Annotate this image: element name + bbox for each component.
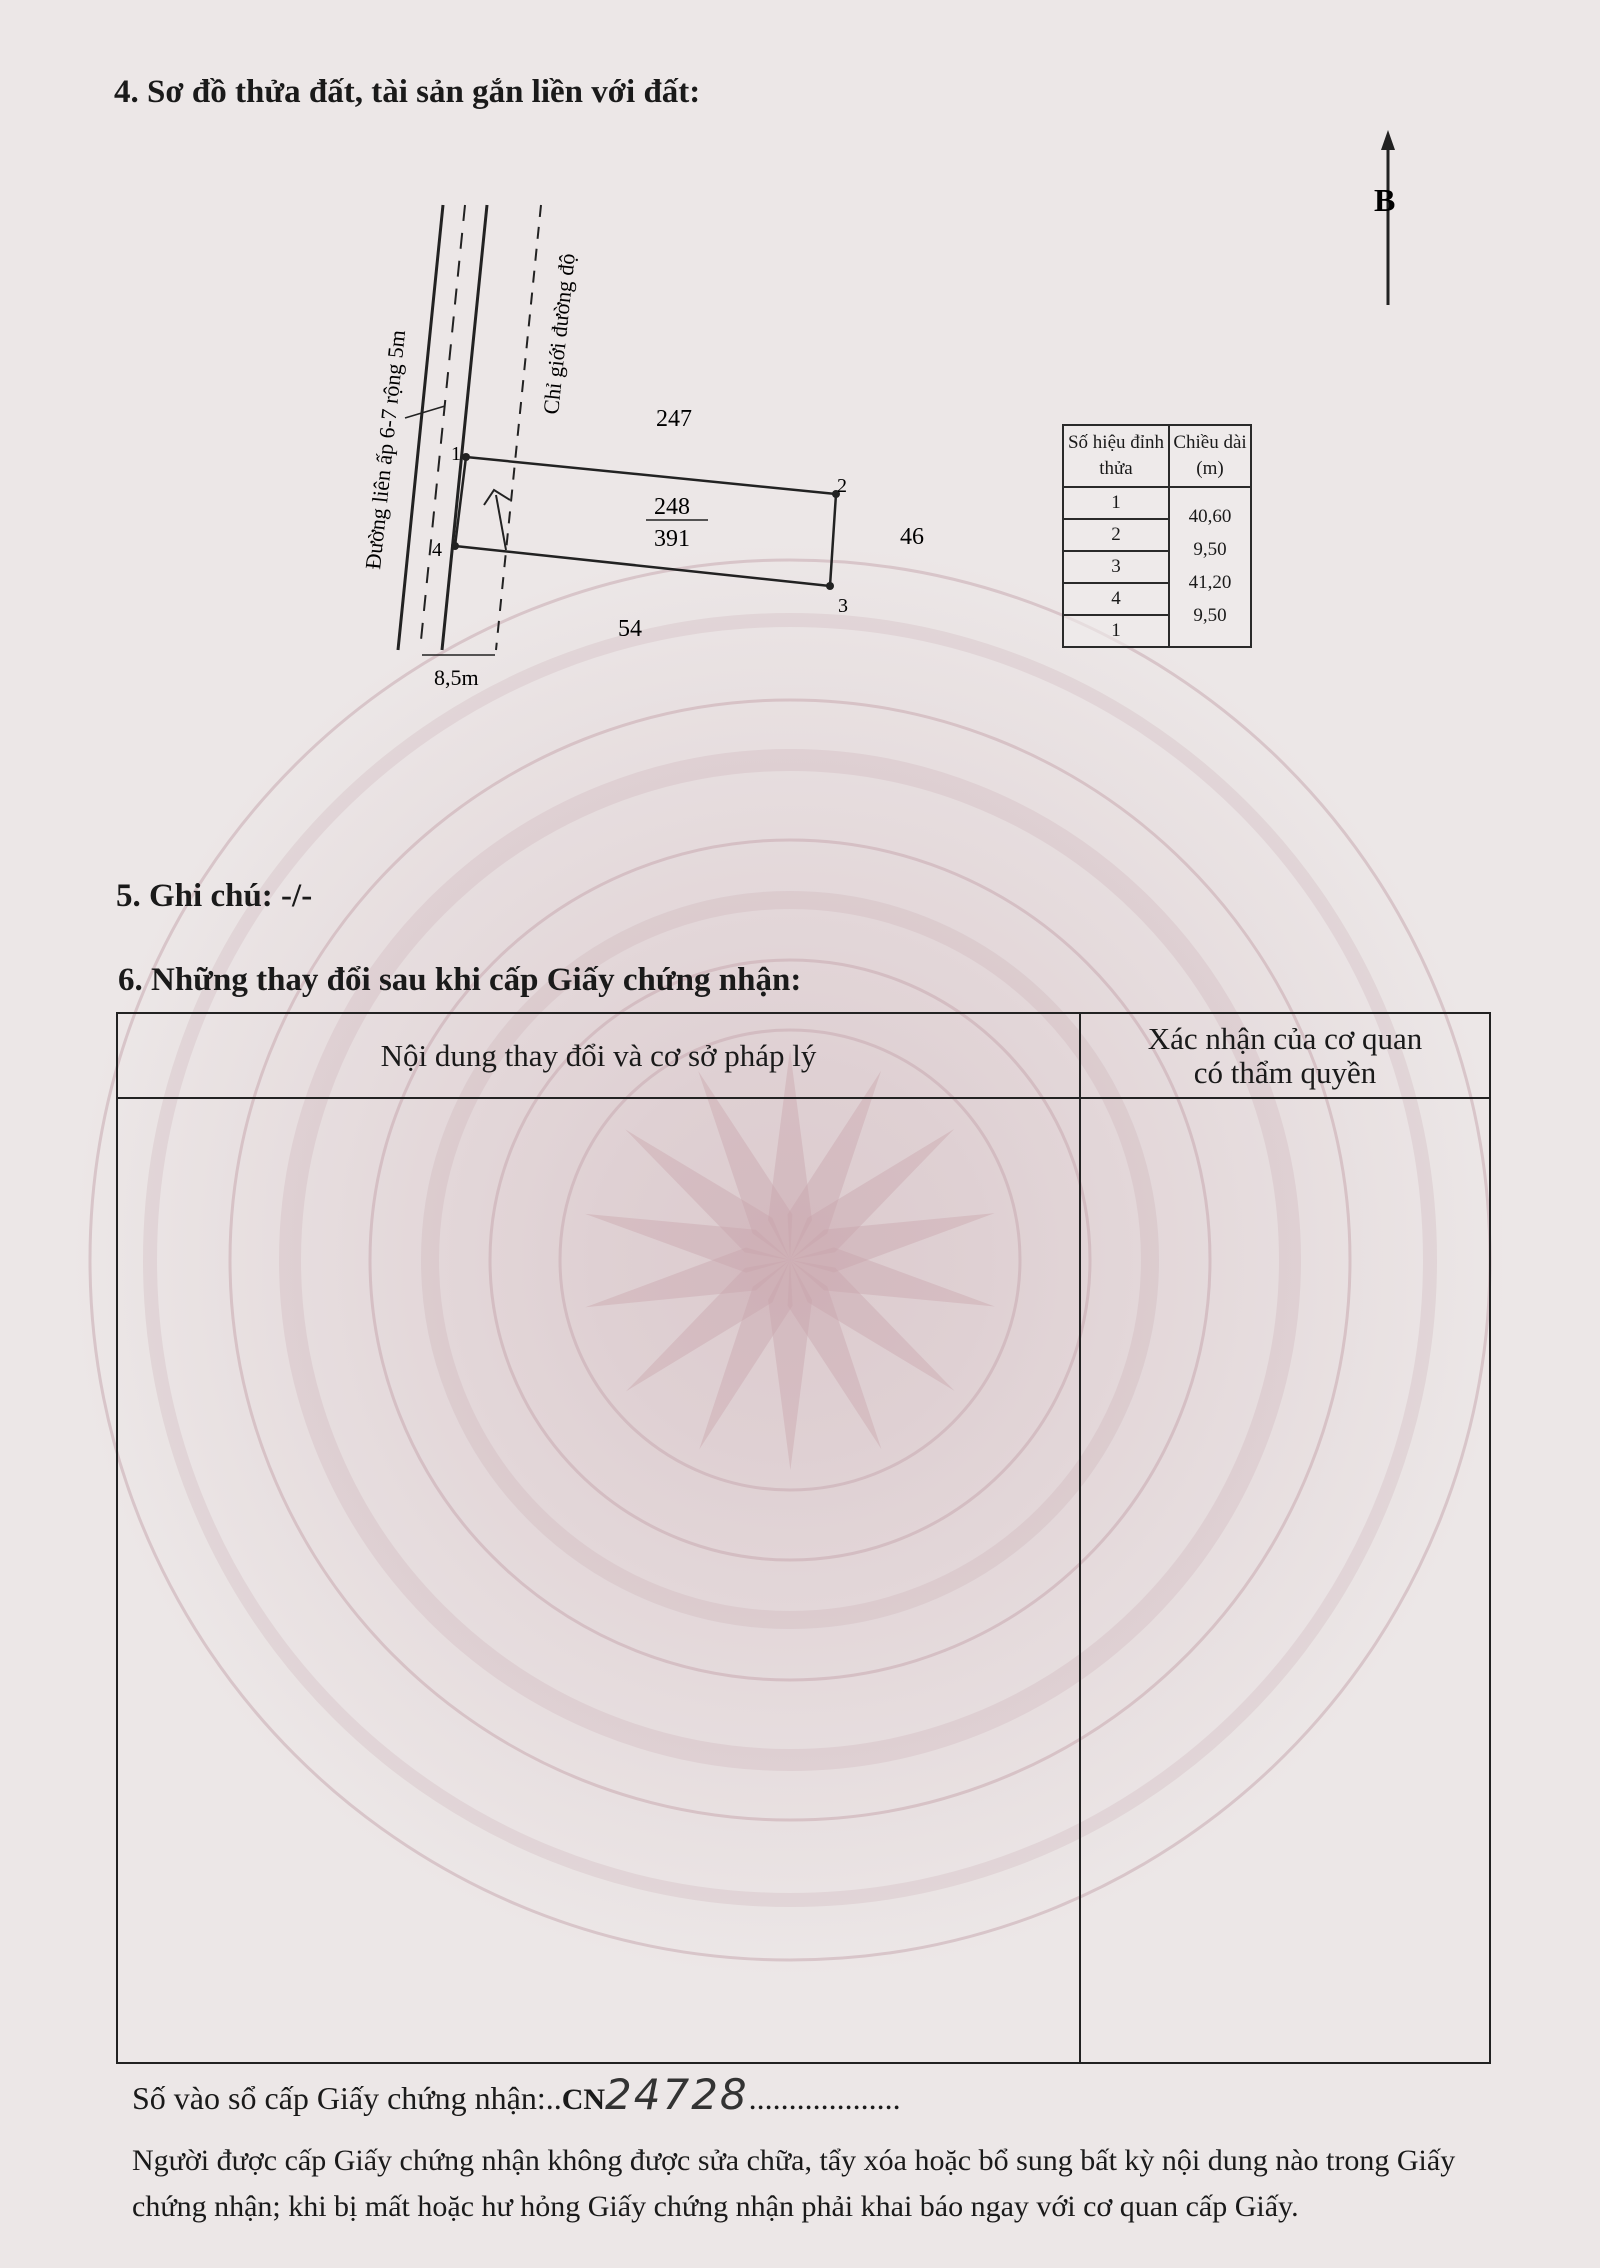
vertex-1: 1 xyxy=(451,443,461,465)
changes-col-confirmation-line1: Xác nhận của cơ quan xyxy=(1147,1020,1423,1056)
registration-number: 24728 xyxy=(605,2070,749,2119)
road-label: Đường liên ấp 6-7 rộng 5m xyxy=(360,329,410,571)
changes-table: Nội dung thay đổi và cơ sở pháp lý Xác n… xyxy=(116,1012,1491,2064)
section-6-title: 6. Những thay đổi sau khi cấp Giấy chứng… xyxy=(118,962,802,998)
vertex-2: 2 xyxy=(837,475,847,497)
registration-label: Số vào sổ cấp Giấy chứng nhận: xyxy=(132,2080,546,2116)
table-header-length: Chiều dài (m) xyxy=(1168,424,1252,488)
notice-text: Người được cấp Giấy chứng nhận không đượ… xyxy=(132,2144,1456,2223)
vertex-4: 4 xyxy=(432,539,442,561)
changes-col-confirmation: Xác nhận của cơ quan có thẩm quyền xyxy=(1081,1014,1489,1097)
section-4-title: 4. Sơ đồ thửa đất, tài sản gắn liền với … xyxy=(114,74,701,110)
changes-col-content: Nội dung thay đổi và cơ sở pháp lý xyxy=(380,1037,817,1073)
registration-dots: .. xyxy=(545,2080,562,2116)
parcel-outline xyxy=(453,455,838,588)
table-cell-point: 1 xyxy=(1062,614,1170,648)
changes-table-header xyxy=(118,1014,1489,1099)
table-cell-length: 9,50 xyxy=(1193,539,1227,560)
changes-col-confirmation-line2: có thẩm quyền xyxy=(1193,1054,1377,1090)
neighbor-south: 54 xyxy=(618,616,642,642)
boundary-label: Chỉ giới đường độ xyxy=(538,252,580,415)
table-cell-length: 9,50 xyxy=(1193,605,1227,626)
registration-dots-after: ................... xyxy=(748,2080,901,2116)
neighbor-east: 46 xyxy=(900,524,924,550)
table-cell-length: 41,20 xyxy=(1188,572,1232,593)
registration-line: Số vào sổ cấp Giấy chứng nhận:..CN24728.… xyxy=(132,2070,901,2119)
vertex-3: 3 xyxy=(838,595,848,617)
section-5-title: 5. Ghi chú: -/- xyxy=(116,878,313,914)
table-cell-point: 3 xyxy=(1062,550,1170,584)
north-arrow-icon xyxy=(1381,130,1395,305)
parcel-area: 391 xyxy=(654,526,690,552)
table-cell-length: 40,60 xyxy=(1188,506,1232,527)
table-cell-point: 4 xyxy=(1062,582,1170,616)
road-width-label: 8,5m xyxy=(434,665,479,690)
registration-prefix: CN xyxy=(561,2083,606,2116)
parcel-number: 248 xyxy=(654,494,690,520)
neighbor-north: 247 xyxy=(656,406,692,432)
table-header-vertex: Số hiệu đỉnh thửa xyxy=(1062,424,1170,488)
table-cell-point: 2 xyxy=(1062,518,1170,552)
north-label: B xyxy=(1374,182,1395,218)
vertex-length-table: Số hiệu đỉnh thửa Chiều dài (m) 1 40,60 … xyxy=(1062,424,1252,648)
table-cell-point: 1 xyxy=(1062,486,1170,520)
parcel-diagram: B Đường liên ấp 6-7 rộng 5m Chỉ giới đườ… xyxy=(360,130,1395,690)
